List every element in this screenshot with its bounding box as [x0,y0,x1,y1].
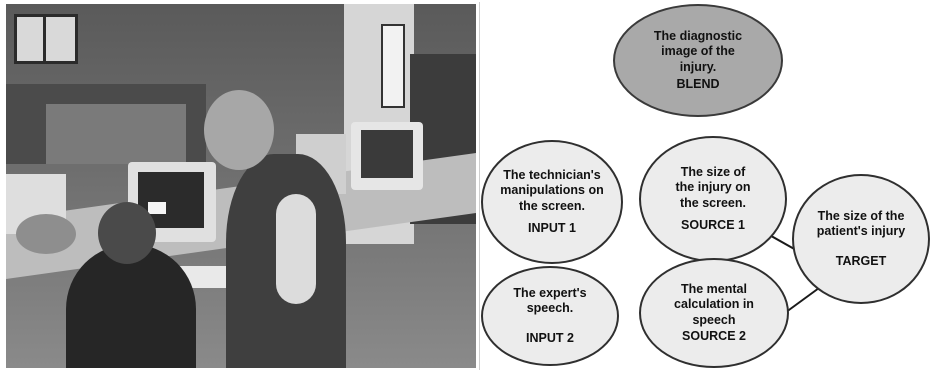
monitor-main [128,162,216,242]
input2-node-tag: INPUT 2 [526,330,574,345]
input1-node-text: The technician's manipulations on the sc… [500,167,604,213]
blend-node-text: The diagnostic image of the injury. [653,28,743,74]
stacked-boxes [46,104,186,164]
source2-node-tag: SOURCE 2 [682,328,746,343]
seated-person-head [98,202,156,264]
target-node-text: The size of the patient's injury [816,208,906,239]
source1-node-text: The size of the injury on the screen. [675,164,751,210]
source2-node: The mental calculation in speech SOURCE … [639,258,789,368]
standing-person-head [204,90,274,170]
input2-node: The expert's speech. INPUT 2 [481,266,619,366]
target-node-tag: TARGET [835,253,887,268]
monitor-right [351,122,423,190]
target-node: The size of the patient's injury TARGET [792,174,930,304]
blend-node: The diagnostic image of the injury. BLEN… [613,4,783,117]
wall-panel [381,24,405,108]
blending-diagram: The diagnostic image of the injury. BLEN… [481,0,931,372]
hand [16,214,76,254]
input1-node-tag: INPUT 1 [528,220,576,235]
input1-node: The technician's manipulations on the sc… [481,140,623,264]
input2-node-text: The expert's speech. [513,285,587,316]
wall-window [14,14,78,64]
lab-photograph [6,4,476,368]
seated-person [66,244,196,368]
standing-person-arm [276,194,316,304]
source2-node-text: The mental calculation in speech [674,281,754,327]
blend-node-tag: BLEND [676,76,720,91]
source1-node-tag: SOURCE 1 [681,217,745,232]
source1-node: The size of the injury on the screen. SO… [639,136,787,262]
panel-divider [479,2,480,370]
